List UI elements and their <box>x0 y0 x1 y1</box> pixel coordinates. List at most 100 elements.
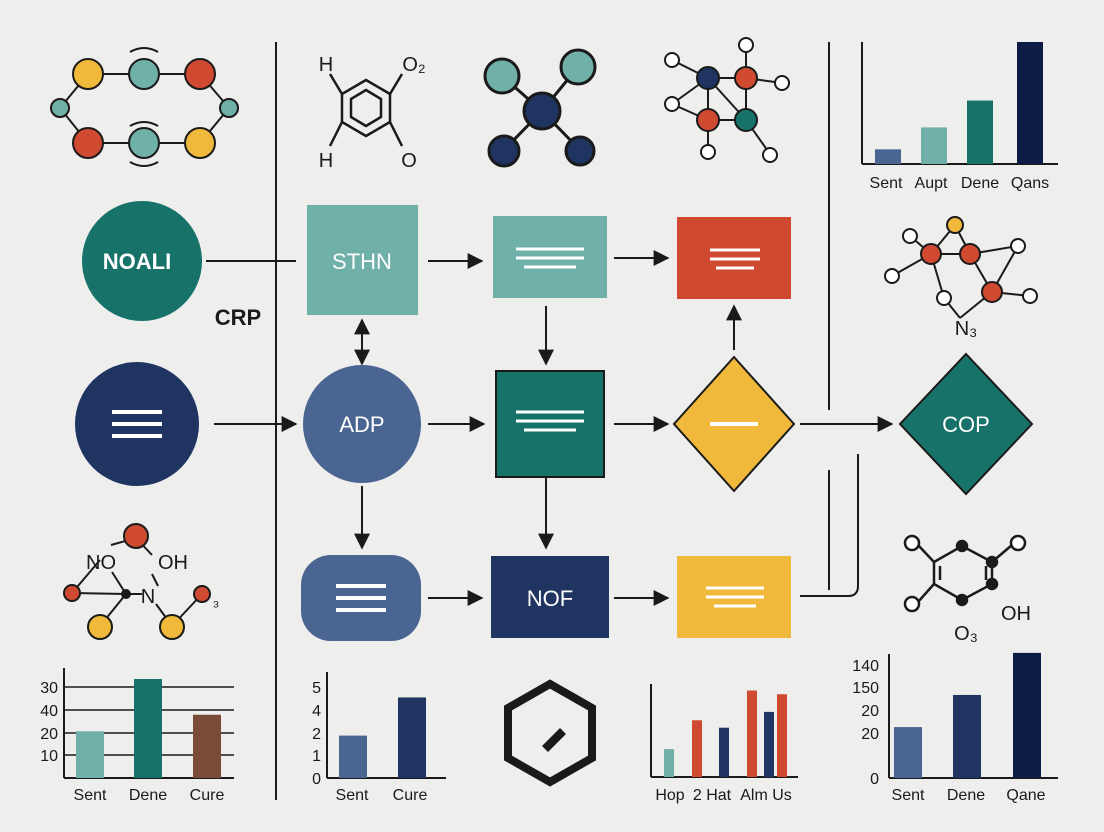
connector-yellowbox-right <box>800 454 859 597</box>
sub3-label: ₃ <box>213 593 220 610</box>
molecule-ring-top-left <box>50 47 239 167</box>
chart-ytick-label: 0 <box>312 771 321 788</box>
text-lines-icon <box>516 247 584 269</box>
node-text-box-teal[interactable] <box>493 216 607 298</box>
molecule-network-top <box>664 37 790 163</box>
oh-right-label: OH <box>1001 603 1031 625</box>
chart-ytick-label: 140 <box>852 658 879 675</box>
adp-label: ADP <box>339 412 384 437</box>
noali-circle <box>82 201 202 321</box>
chart-category-label: Cure <box>190 787 225 804</box>
node-decision-diamond[interactable] <box>672 355 796 493</box>
molecule-ball-stick <box>483 48 597 168</box>
chart-category-label: Sent <box>336 787 369 804</box>
menu-lines-icon <box>336 584 386 612</box>
chart-ytick-label: 10 <box>40 748 58 765</box>
oh-left-label: OH <box>158 552 188 574</box>
chart-ytick-label: 5 <box>312 680 321 697</box>
chart-category-label: Hop <box>655 787 684 804</box>
chart-bar <box>894 727 922 778</box>
nof-label: NOF <box>527 586 573 611</box>
chart-ytick-label: 20 <box>861 703 879 720</box>
chart-ytick-label: 0 <box>870 771 879 788</box>
chart-bar <box>953 694 981 778</box>
molecule-bottom-left <box>63 523 211 640</box>
menu-lines-icon <box>112 410 162 438</box>
chart-ytick-label: 40 <box>40 703 58 720</box>
nof-box <box>491 556 609 638</box>
chart-bar <box>875 149 901 164</box>
benzene-o2: O₂ <box>402 54 425 76</box>
chart-category-label: Dene <box>129 787 167 804</box>
chart-category-label: Sent <box>870 175 903 192</box>
sthn-label: STHN <box>332 249 392 274</box>
chart-bar <box>76 731 104 778</box>
chart-ytick-label: 20 <box>40 726 58 743</box>
hexagon-check-icon <box>504 679 596 787</box>
cop-diamond <box>898 352 1034 496</box>
chart-ytick-label: 20 <box>861 726 879 743</box>
node-nof[interactable]: NOF <box>491 556 609 638</box>
chart-bar <box>1017 42 1043 164</box>
text-lines-icon <box>516 410 584 432</box>
n-left-label: N <box>141 586 155 608</box>
chart-category-label: Aupt <box>915 175 948 192</box>
text-lines-icon <box>706 586 764 608</box>
chart-category-label: Dene <box>947 787 985 804</box>
chart-bar <box>921 127 947 164</box>
chart-bar <box>339 735 367 778</box>
chart-category-label: Qane <box>1006 787 1045 804</box>
crp-label: CRP <box>215 305 261 330</box>
node-noali[interactable]: NOALI <box>82 201 202 321</box>
chart-bar <box>398 697 426 778</box>
chart-category-label: Cure <box>393 787 428 804</box>
chart-bar <box>1013 652 1041 778</box>
chart-category-label: Qans <box>1011 175 1049 192</box>
separators <box>275 42 830 800</box>
connectors <box>206 250 894 606</box>
benzene-o: O <box>401 150 417 172</box>
o3-right-label: O₃ <box>954 623 978 645</box>
chart-ytick-label: 1 <box>312 748 321 765</box>
chart-bar <box>134 679 162 778</box>
n3-label: N₃ <box>955 318 978 340</box>
sthn-box <box>307 205 418 315</box>
no-label: NO <box>86 552 116 574</box>
node-pill[interactable] <box>301 555 421 641</box>
adp-circle <box>303 365 421 483</box>
chart-bar <box>664 749 674 777</box>
node-sthn[interactable]: STHN <box>307 205 418 315</box>
chart-category-label: Alm Us <box>740 787 792 804</box>
chart-top-right: Sent Aupt Dene Qans <box>861 42 1058 192</box>
chart-ytick-label: 4 <box>312 703 321 720</box>
benzene-h-bottom: H <box>319 150 333 172</box>
node-dark-teal-box[interactable] <box>495 370 605 478</box>
molecule-network-right <box>884 216 1038 319</box>
chart-ytick-label: 150 <box>852 680 879 697</box>
node-red-box[interactable] <box>677 217 791 299</box>
node-yellow-box[interactable] <box>677 556 791 638</box>
text-lines-icon <box>710 248 760 270</box>
dark-teal-box <box>495 370 605 478</box>
chart-bar <box>764 711 774 777</box>
chart-bar <box>747 690 757 777</box>
chart-bar <box>719 727 729 777</box>
node-menu-circle[interactable] <box>75 362 199 486</box>
chart-bar <box>777 694 787 777</box>
noali-label: NOALI <box>103 249 171 274</box>
node-cop[interactable]: COP <box>898 352 1034 496</box>
molecule-benzene <box>328 73 404 147</box>
chart-bar <box>967 100 993 164</box>
node-adp[interactable]: ADP <box>303 365 421 483</box>
chart-ytick-label: 2 <box>312 726 321 743</box>
chart-category-label: Dene <box>961 175 999 192</box>
cop-label: COP <box>942 412 990 437</box>
benzene-h-top: H <box>319 54 333 76</box>
chart-ytick-label: 30 <box>40 680 58 697</box>
chart-bar <box>692 720 702 777</box>
